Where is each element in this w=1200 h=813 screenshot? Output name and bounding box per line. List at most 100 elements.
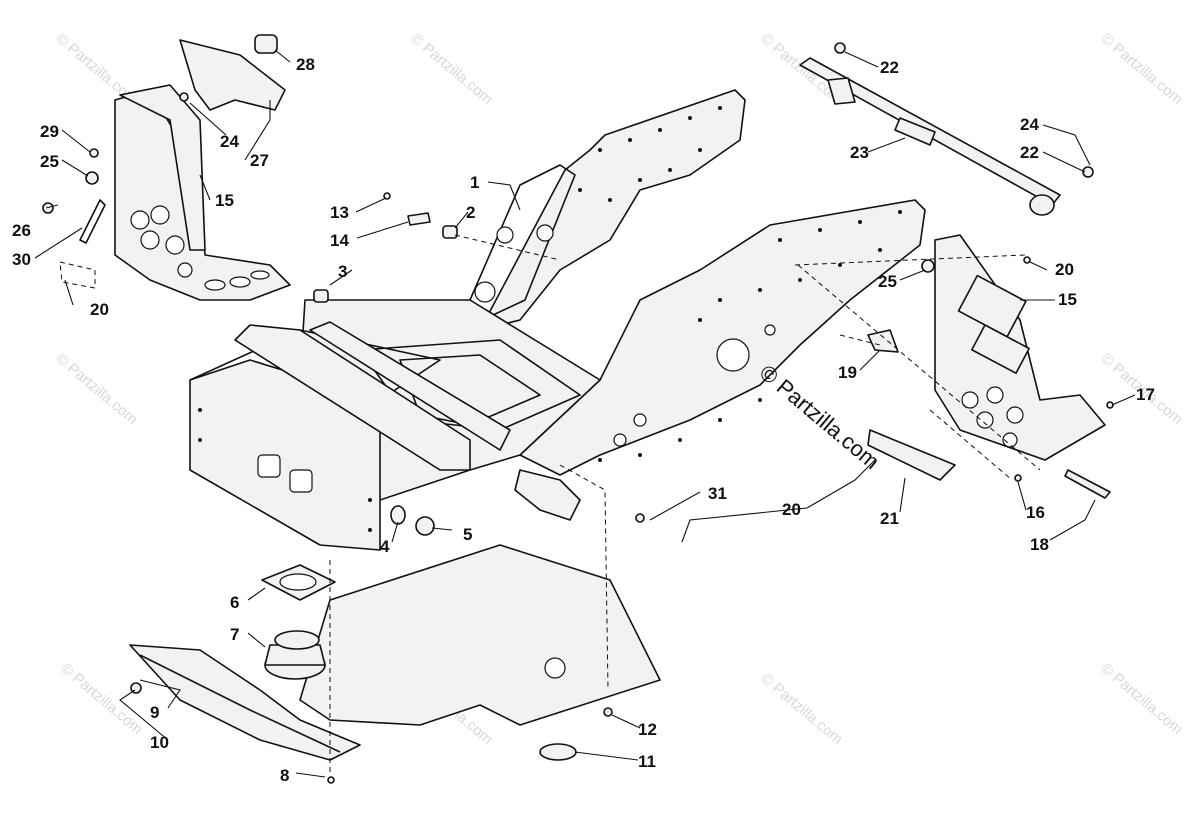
nut-25-left	[85, 171, 99, 185]
callout-25-left: 25	[40, 152, 59, 171]
callout-20-left: 20	[90, 300, 109, 319]
callout-11: 11	[638, 752, 656, 771]
footrest-grip	[971, 324, 1030, 375]
left-footrest	[114, 84, 291, 301]
footrest-hole	[177, 262, 193, 278]
footrest-hole	[140, 230, 160, 250]
tunnel-right-plate	[519, 199, 926, 476]
footrest-hole	[165, 235, 185, 255]
footrest-hole	[961, 391, 979, 409]
skid-edge	[139, 654, 341, 753]
callout-24-right: 24	[1020, 115, 1039, 134]
callout-4: 4	[380, 537, 390, 556]
cross-tube	[514, 469, 581, 521]
callout-13: 13	[330, 203, 349, 222]
callouts: 1 2 3 4 5 6 7 8 9 10 11 12 13 14 15 15 1…	[12, 55, 1155, 785]
right-footrest	[934, 234, 1106, 461]
fasteners	[42, 42, 1114, 784]
callout-25-right: 25	[878, 272, 897, 291]
callout-2: 2	[466, 203, 475, 222]
footrest-slot	[250, 270, 270, 280]
bulkhead-slot	[289, 469, 313, 493]
plate-hole	[536, 224, 554, 242]
footrest-left-bracket	[119, 84, 206, 251]
rivet-31	[635, 513, 645, 523]
front-skid	[129, 644, 361, 761]
steering-shaft	[799, 57, 1061, 216]
bracket-27	[179, 39, 286, 111]
footrest-hole	[1002, 432, 1018, 448]
plate-hole	[474, 281, 496, 303]
callout-22-right: 22	[1020, 143, 1039, 162]
footrest-slot	[204, 279, 226, 291]
bolt-22b	[1082, 166, 1094, 178]
leader-lines	[34, 49, 1136, 778]
plate-21	[867, 429, 956, 481]
callout-17: 17	[1136, 385, 1155, 404]
callout-8: 8	[280, 766, 289, 785]
belly-pan	[129, 544, 661, 761]
washer-5	[415, 516, 435, 536]
gasket-6	[261, 564, 336, 601]
pan-hole	[544, 657, 566, 679]
callout-30: 30	[12, 250, 31, 269]
callout-27: 27	[250, 151, 269, 170]
callout-3: 3	[338, 262, 347, 281]
footrest-hole	[986, 386, 1004, 404]
callout-16: 16	[1026, 503, 1045, 522]
tunnel-left-plate	[479, 89, 746, 331]
rivet-8	[327, 776, 335, 784]
footrest-slot	[229, 276, 251, 288]
callout-22-top: 22	[880, 58, 899, 77]
shaft-end	[1029, 194, 1055, 216]
watermark: © Partzilla.com	[757, 670, 845, 748]
pad-14	[407, 212, 431, 226]
callout-10: 10	[150, 733, 169, 752]
bolt-22	[834, 42, 846, 54]
rivet-16	[1014, 474, 1022, 482]
callout-6: 6	[230, 593, 239, 612]
spindle-support-right	[309, 321, 511, 451]
chassis-frame	[189, 89, 926, 551]
callout-23: 23	[850, 143, 869, 162]
callout-29: 29	[40, 122, 59, 141]
callout-14: 14	[330, 231, 349, 250]
callout-20-middle: 20	[782, 500, 801, 519]
front-bulkhead	[189, 359, 381, 551]
footrest-hole	[130, 210, 150, 230]
rivet-13	[383, 192, 391, 200]
bulkhead-slot	[257, 454, 281, 478]
belly-pan-plate	[299, 544, 661, 726]
spindle-support-left	[234, 324, 471, 471]
footrest-grip	[957, 274, 1027, 338]
callout-15-right: 15	[1058, 290, 1077, 309]
callout-1: 1	[470, 173, 479, 192]
callout-15-left: 15	[215, 191, 234, 210]
plate-hole	[613, 433, 627, 447]
washer-4	[390, 505, 406, 525]
footrest-hole	[150, 205, 170, 225]
shaft-bracket	[827, 77, 856, 105]
watermark: © Partzilla.com	[52, 350, 140, 428]
rivet-pattern	[198, 106, 902, 532]
boot-7	[264, 630, 326, 680]
footrest-hole	[1006, 406, 1024, 424]
callout-24-left: 24	[220, 132, 239, 151]
callout-18: 18	[1030, 535, 1049, 554]
plug-11	[539, 743, 577, 761]
callout-12: 12	[638, 720, 657, 739]
strap-30	[79, 199, 106, 244]
bushing-2	[442, 225, 458, 239]
watermark: © Partzilla.com	[1097, 30, 1185, 108]
callout-19: 19	[838, 363, 857, 382]
footrest-hole	[976, 411, 994, 429]
plate-hole	[633, 413, 647, 427]
exploded-lines	[59, 234, 1041, 775]
callout-26: 26	[12, 221, 31, 240]
bolt-29	[89, 148, 99, 158]
plate-hole	[764, 324, 776, 336]
bushing-3	[313, 289, 329, 303]
rivet-20r	[1023, 256, 1031, 264]
